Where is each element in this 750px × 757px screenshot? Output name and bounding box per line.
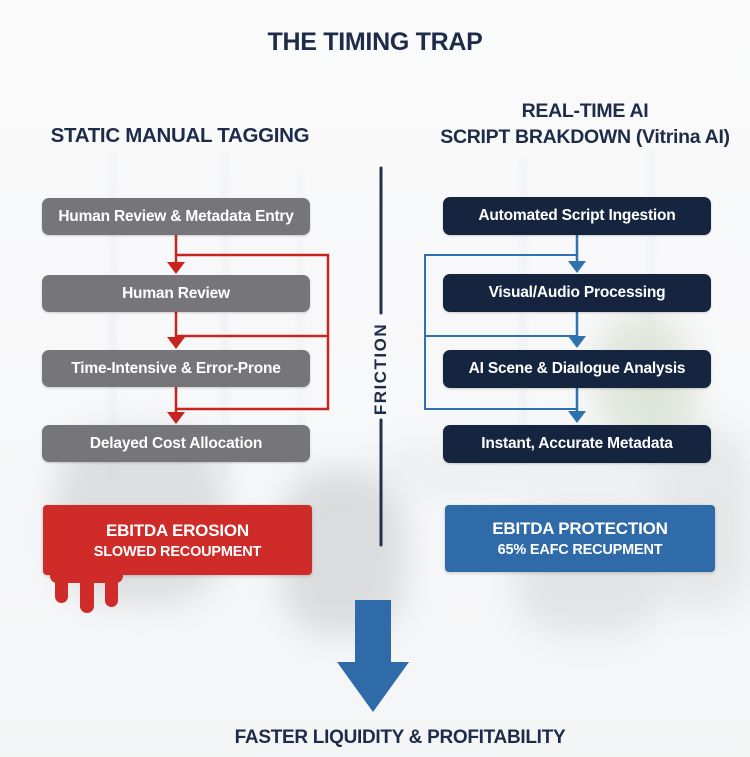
blood-drip	[105, 573, 118, 607]
left-step-box-3: Time-Intensive & Error-Prone	[42, 350, 310, 387]
left-step-box-1: Human Review & Metadata Entry	[42, 198, 310, 235]
right-step-box-2: Visual/Audio Processing	[443, 274, 711, 312]
red-loop-line	[176, 253, 330, 411]
left-step-box-4: Delayed Cost Allocation	[42, 425, 310, 462]
right-step-box-1: Automated Script Ingestion	[443, 197, 711, 235]
ebitda-protection-subtitle: 65% EAFC RECUPMENT	[497, 542, 663, 558]
right-step-box-4: Instant, Accurate Metadata	[443, 425, 711, 463]
footer-text: FASTER LIQUIDITY & PROFITABILITY	[234, 727, 566, 748]
red-arrowhead	[167, 337, 185, 349]
blue-arrowhead	[568, 336, 586, 348]
red-arrowhead	[167, 412, 185, 424]
right-column-header-line1: REAL-TIME AI	[521, 100, 649, 122]
ebitda-erosion-title: EBITDA EROSION	[106, 520, 249, 540]
ebitda-erosion-box: EBITDA EROSION SLOWED RECOUPMENT	[43, 505, 312, 575]
blue-arrowhead	[568, 411, 586, 423]
right-step-box-3: AI Scene & Diaılogue Analysis	[443, 350, 711, 388]
blood-drip	[80, 573, 94, 613]
blood-drip	[55, 573, 68, 603]
friction-label: FRICTION	[371, 322, 390, 416]
big-down-arrow	[337, 600, 409, 712]
left-column-header: STATIC MANUAL TAGGING	[50, 124, 310, 147]
left-step-box-2: Human Review	[42, 275, 310, 312]
blue-arrowhead	[568, 261, 586, 273]
ebitda-protection-title: EBITDA PROTECTION	[492, 519, 668, 538]
ebitda-protection-box: EBITDA PROTECTION 65% EAFC RECUPMENT	[445, 505, 715, 572]
right-column-header: REAL-TIME AI SCRIPT BRAKDOWN (Vitrina AI…	[428, 98, 742, 150]
red-arrowhead	[167, 262, 185, 274]
page-title: THE TIMING TRAP	[267, 28, 483, 56]
blue-loop-line	[424, 254, 577, 410]
ebitda-erosion-subtitle: SLOWED RECOUPMENT	[93, 543, 262, 560]
right-column-header-line2: SCRIPT BRAKDOWN (Vitrina AI)	[440, 126, 730, 148]
